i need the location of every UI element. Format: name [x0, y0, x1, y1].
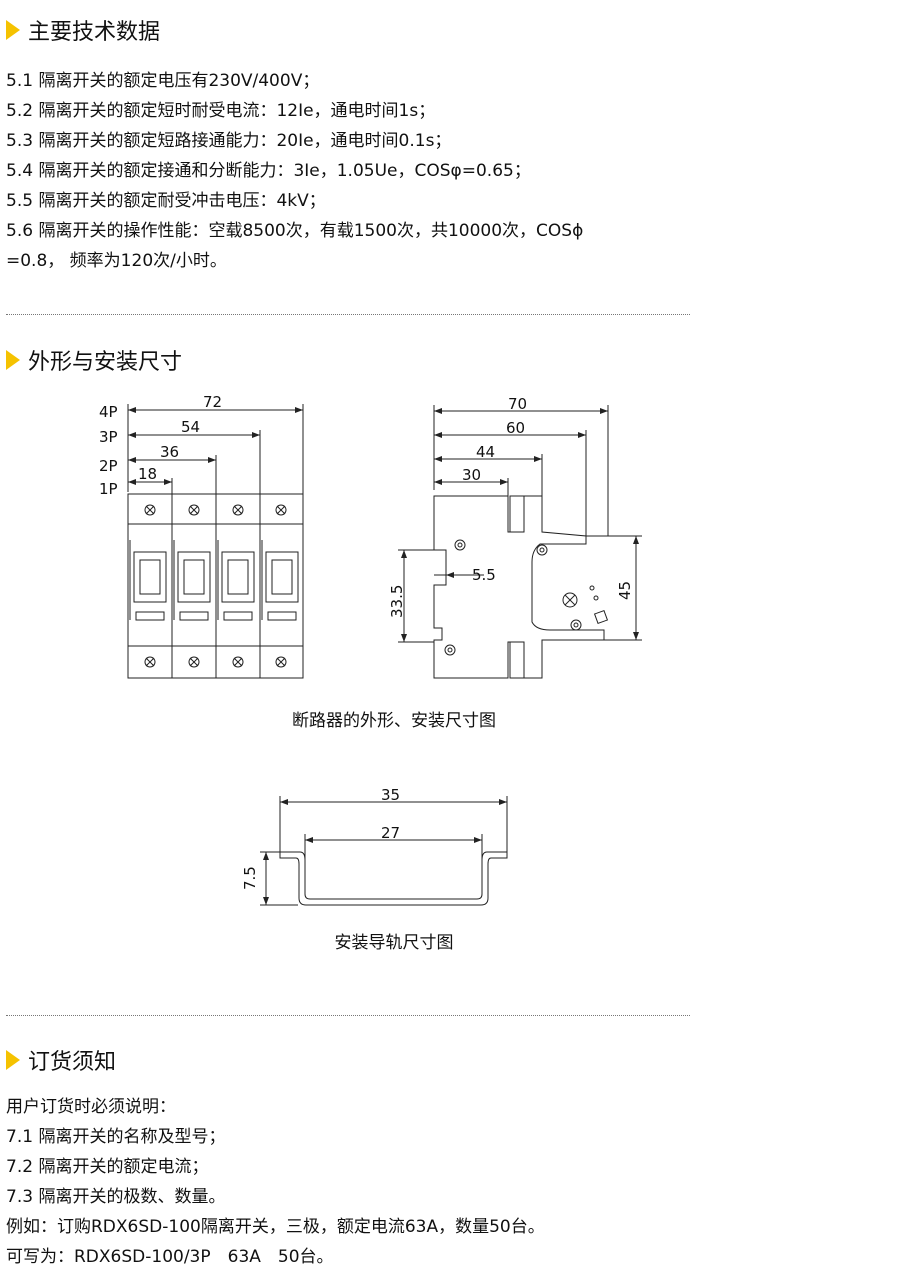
- dim-label: 33.5: [388, 585, 406, 618]
- section-title-text: 外形与安装尺寸: [28, 350, 183, 375]
- pole-label: 1P: [99, 480, 118, 498]
- order-line: 用户订货时必须说明：: [6, 1097, 176, 1117]
- breaker-caption: 断路器的外形、安装尺寸图: [292, 711, 496, 731]
- rail-drawing: 35 27 7.5: [241, 786, 508, 906]
- spec-line: 5.5 隔离开关的额定耐受冲击电压：4kV；: [6, 191, 326, 211]
- dim-label: 72: [203, 393, 222, 411]
- rail-caption: 安装导轨尺寸图: [334, 933, 454, 953]
- breaker-side-view: 70 60 44 30 5.5 33.5 45: [388, 395, 642, 679]
- section-title-specs: 主要技术数据: [6, 14, 160, 46]
- dim-label: 27: [381, 824, 400, 842]
- divider: [6, 314, 690, 315]
- breaker-front-view: 4P 3P 2P 1P 72 54 36 18: [99, 393, 304, 679]
- pole-label: 4P: [99, 403, 118, 421]
- yellow-triangle-icon: [6, 350, 20, 370]
- order-line: 7.2 隔离开关的额定电流；: [6, 1157, 209, 1177]
- order-line: 例如：订购RDX6SD-100隔离开关，三极，额定电流63A，数量50台。: [6, 1217, 545, 1237]
- dim-label: 30: [462, 466, 481, 484]
- dim-label: 45: [616, 581, 634, 600]
- dim-label: 5.5: [472, 566, 496, 584]
- spec-line: 5.2 隔离开关的额定短时耐受电流：12Ie，通电时间1s；: [6, 101, 436, 121]
- section-title-ordering: 订货须知: [6, 1044, 116, 1076]
- spec-line: =0.8， 频率为120次/小时。: [6, 251, 227, 271]
- yellow-triangle-icon: [6, 20, 20, 40]
- dim-label: 18: [138, 465, 157, 483]
- spec-line: 5.3 隔离开关的额定短路接通能力：20Ie，通电时间0.1s；: [6, 131, 452, 151]
- section-title-dimensions: 外形与安装尺寸: [6, 344, 182, 376]
- spec-line: 5.1 隔离开关的额定电压有230V/400V；: [6, 71, 320, 91]
- dim-label: 60: [506, 419, 525, 437]
- divider: [6, 1015, 690, 1016]
- dim-label: 36: [160, 443, 179, 461]
- ordering-list: 用户订货时必须说明： 7.1 隔离开关的名称及型号； 7.2 隔离开关的额定电流…: [6, 1092, 545, 1272]
- dim-label: 54: [181, 418, 200, 436]
- section-title-text: 主要技术数据: [28, 20, 161, 45]
- dim-label: 44: [476, 443, 495, 461]
- specs-list: 5.1 隔离开关的额定电压有230V/400V； 5.2 隔离开关的额定短时耐受…: [6, 66, 583, 276]
- yellow-triangle-icon: [6, 1050, 20, 1070]
- spec-line: 5.6 隔离开关的操作性能：空载8500次，有载1500次，共10000次，CO…: [6, 221, 584, 241]
- pole-label: 2P: [99, 457, 118, 475]
- dim-label: 35: [381, 786, 400, 804]
- order-line: 可写为：RDX6SD-100/3P 63A 50台。: [6, 1247, 334, 1267]
- order-line: 7.1 隔离开关的名称及型号；: [6, 1127, 226, 1147]
- spec-line: 5.4 隔离开关的额定接通和分断能力：3Ie，1.05Ue，COSφ=0.65；: [6, 161, 531, 181]
- section-title-text: 订货须知: [28, 1050, 117, 1075]
- pole-label: 3P: [99, 428, 118, 446]
- dim-label: 70: [508, 395, 527, 413]
- order-line: 7.3 隔离开关的极数、数量。: [6, 1187, 226, 1207]
- dim-label: 7.5: [241, 866, 259, 890]
